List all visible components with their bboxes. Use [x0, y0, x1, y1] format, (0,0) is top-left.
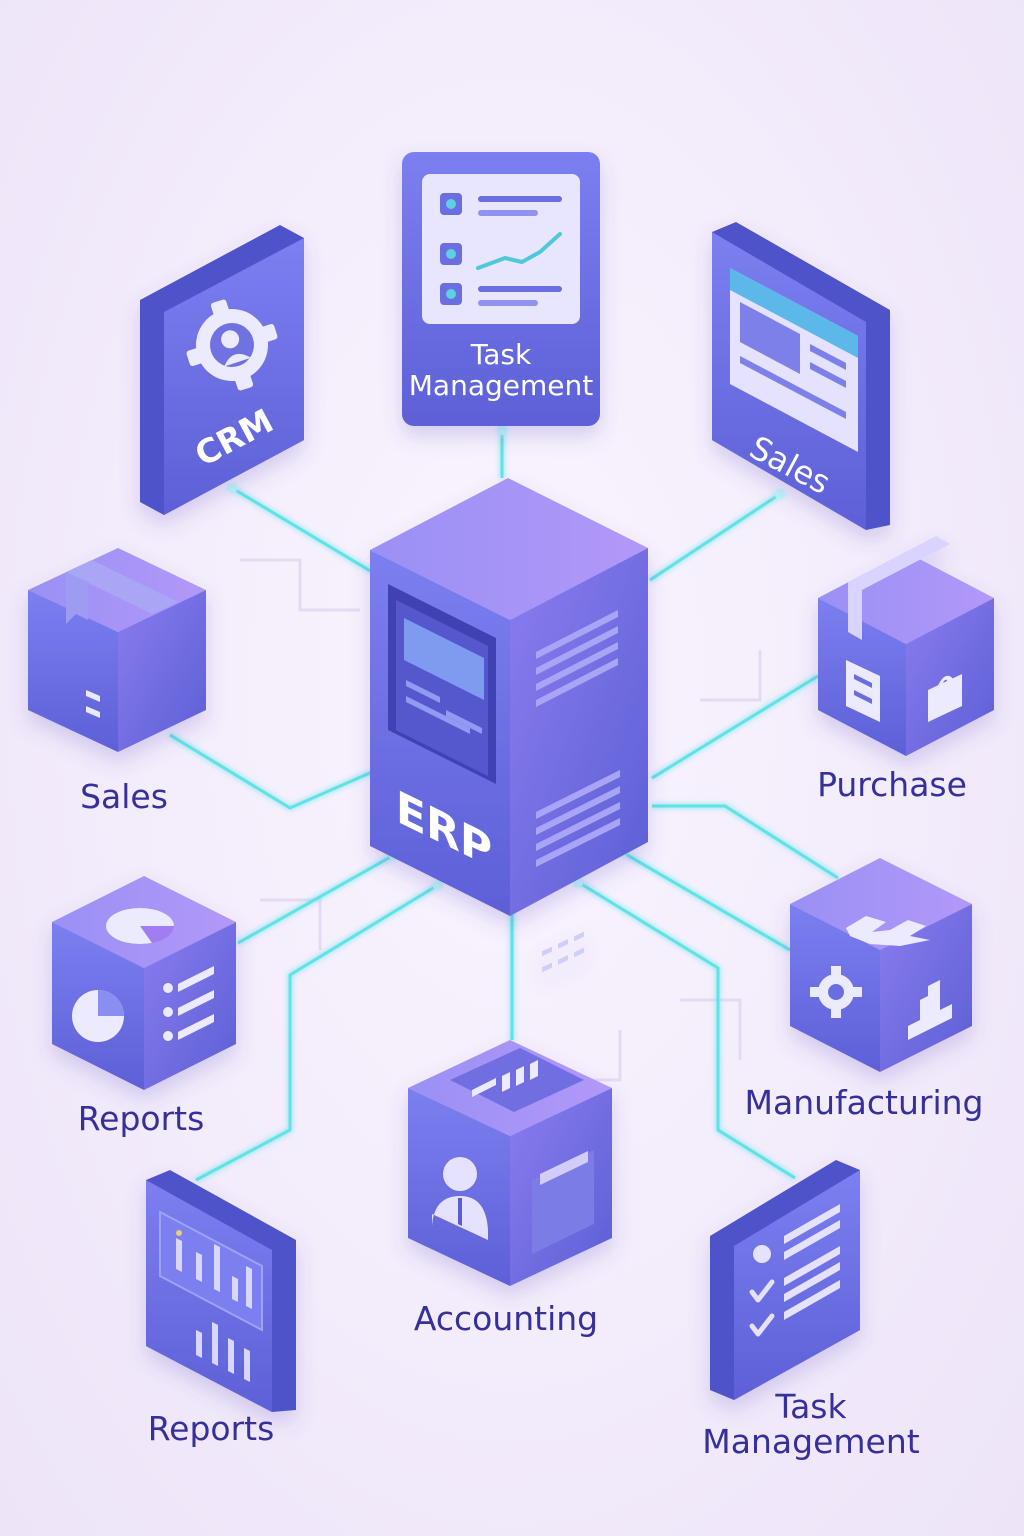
- connector-manufacturing-a: [652, 804, 839, 880]
- connector-crm: [231, 486, 373, 574]
- task-bottom-label-line1: Task: [775, 1387, 847, 1426]
- accounting-tile[interactable]: [408, 931, 612, 1286]
- reports-left-label: Reports: [77, 1099, 205, 1138]
- connector-sales-left: [169, 733, 373, 810]
- task-top-label-line2: Management: [408, 368, 594, 402]
- connector-reports-left: [237, 853, 395, 945]
- connector-sales-top: [649, 492, 781, 582]
- connector-reports-bottom: [195, 883, 439, 1182]
- erp-server: [370, 478, 648, 916]
- task-bottom-label-line2: Management: [702, 1421, 920, 1461]
- pie-chart-list-icon: [72, 908, 214, 1042]
- purchase-tile[interactable]: [818, 536, 994, 756]
- purchase-label: Purchase: [817, 765, 967, 804]
- factory-gear-icon: [810, 916, 952, 1040]
- accounting-label: Accounting: [413, 1299, 599, 1338]
- sales-top-tile[interactable]: [712, 222, 890, 530]
- server-screen: [388, 584, 496, 784]
- connector-task-bottom: [577, 880, 796, 1180]
- crm-tile[interactable]: [140, 225, 304, 515]
- reports-left-tile[interactable]: [52, 876, 236, 1090]
- sales-left-label: Sales: [80, 777, 168, 816]
- task-bottom-label: Task Management: [686, 1387, 936, 1461]
- browser-window-icon: [730, 268, 858, 452]
- server-vents: [536, 610, 620, 867]
- connector-manufacturing-b: [621, 850, 791, 952]
- bar-chart-icon: [159, 1210, 263, 1382]
- task-top-label-line1: Task: [470, 338, 532, 371]
- task-management-top-tile[interactable]: [402, 152, 600, 426]
- checklist-chart-icon: [440, 193, 562, 306]
- manufacturing-tile[interactable]: [790, 858, 972, 1072]
- task-top-label: Task Management: [402, 338, 600, 402]
- task-management-bottom-tile[interactable]: [710, 1160, 860, 1400]
- package-box-icon: [66, 560, 178, 718]
- connector-lines: [169, 430, 839, 1182]
- reports-bottom-label: Reports: [147, 1409, 275, 1448]
- shopping-bag-box-icon: [846, 660, 962, 722]
- accountant-calculator-icon: [432, 931, 594, 1254]
- sales-left-tile[interactable]: [28, 548, 206, 752]
- reports-bottom-tile[interactable]: [146, 1170, 296, 1412]
- checklist-icon: [749, 1204, 840, 1337]
- user-gear-icon: [186, 299, 278, 391]
- manufacturing-label: Manufacturing: [744, 1083, 984, 1122]
- connector-purchase: [651, 674, 819, 780]
